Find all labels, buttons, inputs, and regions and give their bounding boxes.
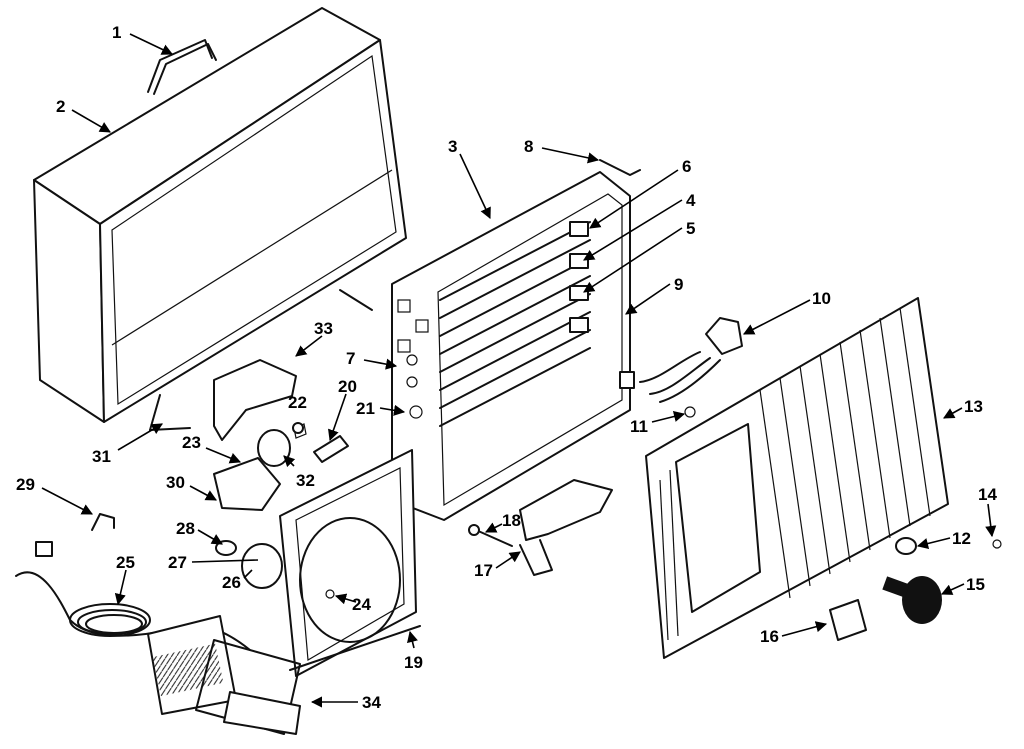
- label-16: 16: [760, 627, 779, 646]
- label-26: 26: [222, 573, 241, 592]
- label-11: 11: [630, 417, 648, 436]
- label-28: 28: [176, 519, 195, 538]
- limit-switch-part: [213, 359, 349, 463]
- label-1: 1: [112, 23, 121, 42]
- label-18: 18: [502, 511, 521, 530]
- label-23: 23: [182, 433, 201, 452]
- label-30: 30: [166, 473, 185, 492]
- knob-part: [882, 576, 942, 624]
- label-33: 33: [314, 319, 333, 338]
- label-27: 27: [168, 553, 187, 572]
- label-34: 34: [362, 693, 381, 712]
- front-grille-panel: Rheem: [645, 297, 949, 659]
- label-31: 31: [92, 447, 111, 466]
- label-21: 21: [356, 399, 375, 418]
- label-5: 5: [686, 219, 695, 238]
- label-8: 8: [524, 137, 533, 156]
- label-7: 7: [346, 349, 355, 368]
- clip-part: [91, 513, 115, 531]
- cabinet-housing: [33, 7, 407, 431]
- label-12: 12: [952, 529, 971, 548]
- label-4: 4: [686, 191, 696, 210]
- screw-part: [992, 539, 1002, 549]
- pin-part: [599, 159, 641, 176]
- heating-elements: [439, 221, 591, 427]
- label-25: 25: [116, 553, 135, 572]
- label-10: 10: [812, 289, 831, 308]
- label-9: 9: [674, 275, 683, 294]
- label-22: 22: [288, 393, 307, 412]
- heater-element-frame: [391, 171, 631, 521]
- label-2: 2: [56, 97, 65, 116]
- label-13: 13: [964, 397, 983, 416]
- rocker-switch-part: [829, 599, 867, 641]
- label-17: 17: [474, 561, 493, 580]
- label-24: 24: [352, 595, 371, 614]
- label-29: 29: [16, 475, 35, 494]
- bracket-part: [468, 479, 613, 576]
- wiring-harness: [619, 317, 743, 418]
- label-6: 6: [682, 157, 691, 176]
- label-15: 15: [966, 575, 985, 594]
- handle-part: [147, 39, 217, 95]
- motor-assembly: [213, 457, 283, 589]
- label-19: 19: [404, 653, 423, 672]
- instruction-booklet: [147, 615, 301, 735]
- back-plate: [279, 449, 421, 677]
- label-20: 20: [338, 377, 357, 396]
- nut-part: [292, 422, 304, 434]
- callouts: 1 2 3 4 5 6 7 8 9 10 11 12 13: [16, 23, 997, 712]
- label-14: 14: [978, 485, 997, 504]
- label-3: 3: [448, 137, 457, 156]
- label-32: 32: [296, 471, 315, 490]
- grille-slots: [659, 307, 931, 641]
- bushing-part: [895, 537, 917, 555]
